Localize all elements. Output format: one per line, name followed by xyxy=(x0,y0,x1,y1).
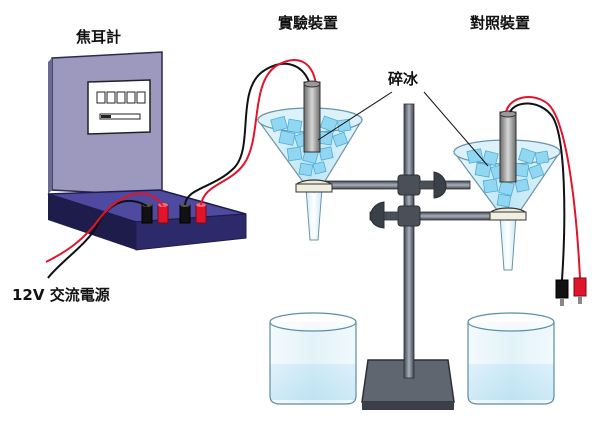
label-joulemeter: 焦耳計 xyxy=(75,28,121,46)
control-heater xyxy=(499,111,517,183)
experimental-setup xyxy=(256,80,364,241)
control-wire-black xyxy=(509,102,566,281)
joulemeter-display xyxy=(87,79,151,135)
boss-head-upper xyxy=(397,174,421,196)
label-control-setup: 對照裝置 xyxy=(470,14,530,32)
experimental-funnel-stem xyxy=(305,187,323,241)
heater-wire-red xyxy=(200,59,317,206)
joulemeter-digits xyxy=(96,91,146,104)
label-power-supply: 12V 交流電源 xyxy=(12,286,110,304)
control-setup xyxy=(452,110,562,271)
control-plug-black xyxy=(555,279,569,306)
experimental-heater xyxy=(303,81,321,153)
heater-wire-black xyxy=(184,63,311,206)
pointer-line-experimental xyxy=(317,91,393,141)
control-funnel-stem xyxy=(499,215,517,271)
terminal-red-2 xyxy=(195,203,207,224)
thumbscrew-lower xyxy=(370,201,398,229)
control-beaker xyxy=(467,312,555,405)
pointer-line-control xyxy=(423,91,489,167)
retort-stand xyxy=(319,103,501,410)
label-experimental-setup: 實驗裝置 xyxy=(278,14,338,32)
power-wire-red xyxy=(45,192,164,263)
stand-rod xyxy=(403,103,415,379)
boss-head-lower xyxy=(397,205,421,227)
joulemeter xyxy=(47,51,247,251)
control-plug-red xyxy=(573,277,587,304)
experimental-beaker xyxy=(269,312,357,405)
joulemeter-slider xyxy=(99,113,141,120)
thumbscrew-upper xyxy=(420,171,447,199)
terminal-black-2 xyxy=(179,203,191,224)
clamp-bar-upper xyxy=(319,180,471,190)
label-crushed-ice: 碎冰 xyxy=(388,70,419,88)
control-wire-red xyxy=(505,96,581,279)
power-wire-black xyxy=(47,199,148,279)
